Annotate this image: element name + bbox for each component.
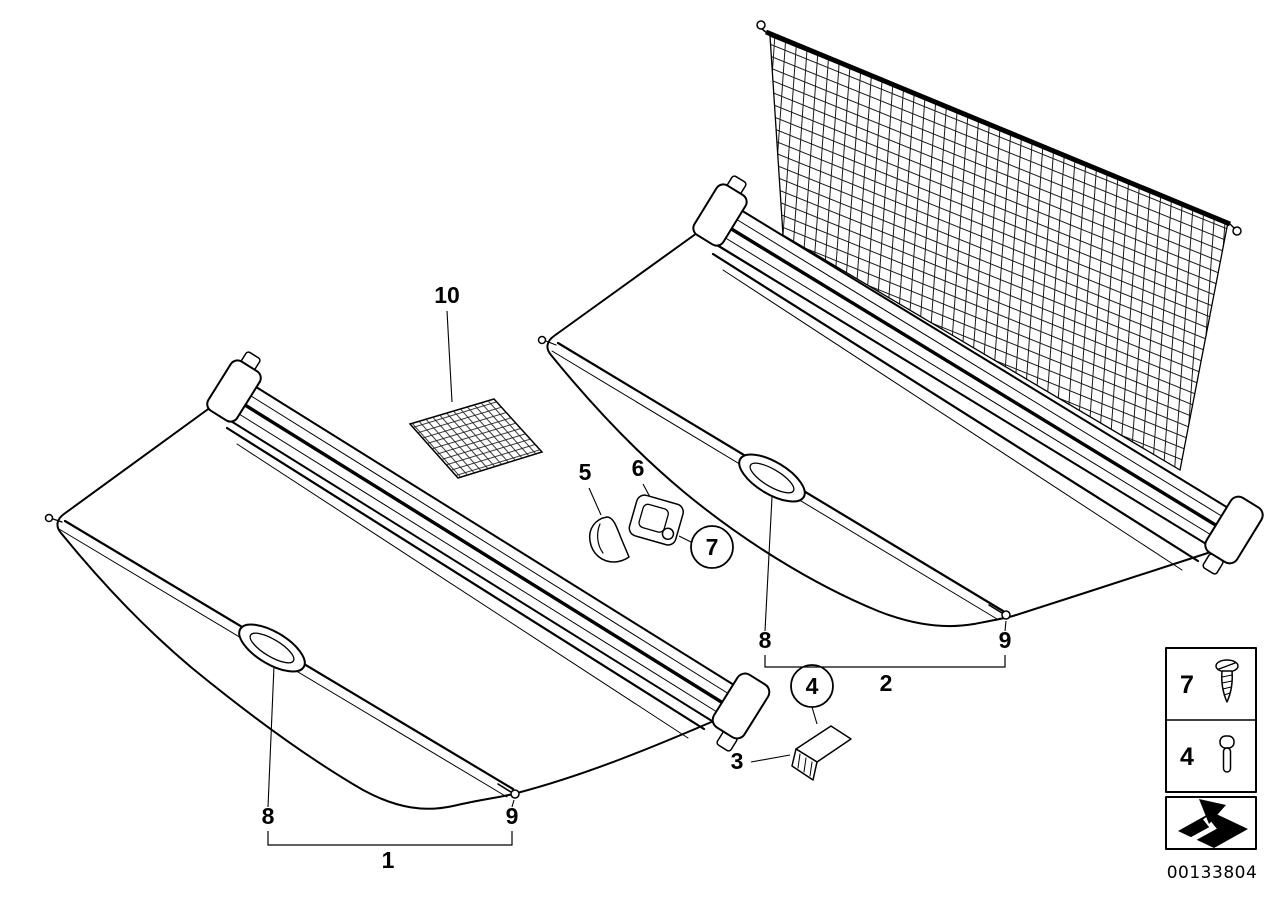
right-cover-panel	[546, 232, 1218, 628]
callout-10-leader	[446, 310, 453, 403]
left-cord-hook	[510, 789, 520, 799]
mesh-insert	[408, 398, 544, 479]
right-cover-handle	[738, 453, 806, 503]
right-roller-end-cap-left	[692, 183, 748, 247]
right-cord-hook	[1001, 610, 1011, 620]
callout-1: 1	[382, 847, 395, 873]
net-top-bar	[756, 20, 1242, 236]
direction-arrow-icon	[1165, 796, 1257, 850]
callout-9-left: 9	[506, 803, 519, 829]
bracket-part-3	[791, 725, 852, 781]
part-number: 00133804	[1167, 863, 1258, 883]
callout-2-bracket	[764, 655, 1006, 668]
callout-9-left-leader	[511, 799, 515, 808]
legend-label-7: 7	[1180, 671, 1194, 699]
legend-label-4: 4	[1180, 743, 1194, 771]
net-hook-left	[756, 20, 766, 30]
callout-8-left: 8	[262, 803, 275, 829]
callout-4-circle	[790, 664, 834, 708]
right-roller-end-cap-right	[1204, 495, 1264, 565]
stud-icon	[1219, 735, 1235, 773]
callout-3-leader	[750, 754, 791, 763]
callout-8-right-leader	[764, 496, 773, 632]
callout-2: 2	[880, 670, 893, 696]
callout-4: 4	[806, 673, 819, 699]
callout-9-right: 9	[999, 627, 1012, 653]
latch-part-6	[628, 494, 684, 546]
left-roller-end-cap-right	[711, 672, 771, 740]
left-cover-handle	[238, 623, 306, 673]
callout-4-leader	[811, 706, 818, 725]
screw-icon	[1215, 659, 1239, 703]
legend-panel: 7 4	[1165, 647, 1257, 793]
cargo-net	[756, 20, 1242, 472]
callout-6-leader	[642, 483, 651, 498]
right-cover-assembly	[537, 175, 1264, 628]
left-cover-panel	[56, 406, 724, 810]
callout-8-left-leader	[267, 665, 275, 808]
callout-5: 5	[579, 459, 592, 485]
callout-1-bracket	[267, 831, 513, 846]
callout-8-right: 8	[759, 627, 772, 653]
callout-3: 3	[731, 748, 744, 774]
right-roller-housing	[692, 175, 1264, 575]
callout-10: 10	[434, 282, 460, 308]
net-hook-right	[1232, 226, 1242, 236]
right-tip-pin	[537, 335, 547, 345]
left-cover-assembly	[44, 351, 771, 810]
left-roller-housing	[206, 351, 771, 752]
left-roller-end-cap-left	[206, 359, 262, 423]
latch-screw-hole	[661, 527, 675, 541]
callout-7: 7	[706, 534, 719, 560]
clip-part-5	[588, 516, 630, 563]
callout-9-right-leader	[1004, 620, 1007, 632]
callout-5-leader	[588, 487, 602, 516]
callouts: 10 5 6 7 4 3 8 9 1 8 9 2	[262, 282, 1012, 873]
callout-7-circle	[690, 525, 734, 569]
callout-7-leader	[678, 535, 692, 543]
left-tip-pin	[44, 513, 54, 523]
callout-6: 6	[632, 455, 645, 481]
